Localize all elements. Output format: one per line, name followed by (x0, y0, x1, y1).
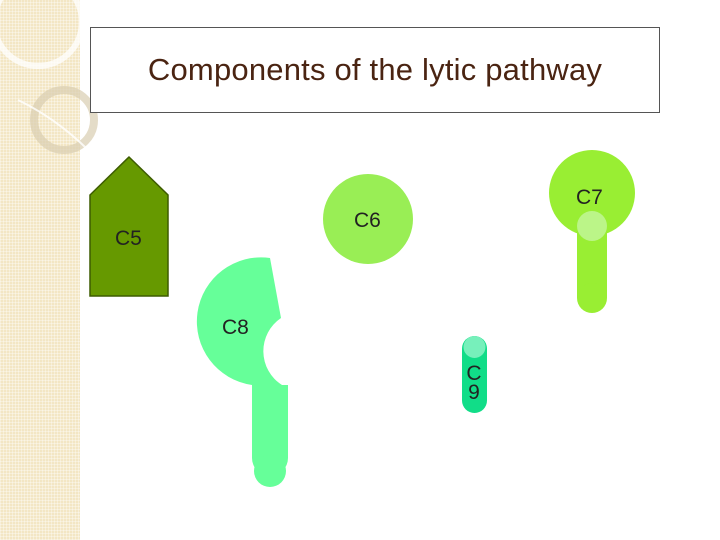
c9-shape (462, 336, 487, 413)
title-box: Components of the lytic pathway (90, 27, 660, 113)
c8-shape (196, 257, 288, 487)
decorative-rings (0, 0, 98, 159)
c6-shape (323, 174, 413, 264)
c9-label: C 9 (464, 362, 484, 404)
c6-label: C6 (354, 209, 381, 232)
c8-label: C8 (222, 316, 249, 339)
c7-label: C7 (576, 186, 603, 209)
c7-shape (549, 150, 635, 313)
c5-shape (89, 155, 169, 297)
c9-label-line1: C (466, 362, 482, 385)
c5-label: C5 (115, 227, 142, 250)
slide-title: Components of the lytic pathway (147, 52, 603, 87)
c9-label-line2: 9 (468, 381, 480, 404)
